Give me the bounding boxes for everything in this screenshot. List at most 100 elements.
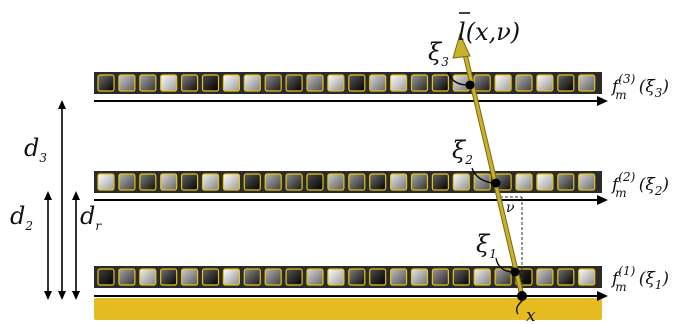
layer-3-tile [285,74,303,92]
layer-2-tiles [97,173,596,191]
f-label-2-close: ) [661,175,669,195]
layer-1-tile [306,268,324,286]
layer-1-tile [452,268,470,286]
layer-2-tile [181,173,199,191]
layer-2-tile [97,173,115,191]
layer-3-tile [410,74,429,92]
leader-x [516,300,523,315]
layer-1-tile [369,268,387,286]
label-xi2-sub: 2 [464,153,473,167]
layer-2 [94,171,608,205]
f-label-3: f(3)m(ξ3) [610,72,669,102]
layer-3-tile [348,74,366,92]
f-label-2-arg: (ξ [639,175,657,195]
layer-3-tile [243,74,261,92]
point-xi3 [465,80,475,90]
label-d3-sub: 3 [39,151,47,165]
label-xi3-symbol: ξ [428,38,443,66]
layer-3-tile [515,74,533,92]
layer-3-tile [160,74,178,92]
layer-1-tile [264,268,282,286]
d3-arrow-top [58,100,66,109]
layer-3-tiles [97,74,596,92]
ray-label-args: (x,ν) [466,18,520,46]
layer-1-tile [327,268,345,286]
point-xi2 [491,178,501,188]
label-d2-sub: 2 [24,219,33,233]
layer-3-tile [181,74,199,92]
layer-2-tile [327,173,345,191]
layer-1 [94,266,608,301]
d2-arrow-top [44,191,52,200]
layer-2-tile [557,173,575,191]
layer-2-tile [431,173,449,191]
layer-3-tile [536,74,554,92]
layer-3-tile [118,74,136,92]
ray-label: l(x,ν) [458,18,520,46]
label-xi2: ξ2 [452,136,473,167]
layer-3-tile [390,74,408,92]
label-xi3: ξ3 [428,38,449,69]
dr-arrow-top [72,191,80,200]
layer-1-tile [118,268,136,286]
layer-1-tiles [97,268,596,286]
layer-1-tile [536,268,554,286]
f-label-1-sub: m [615,280,626,294]
layer-2-tile [264,173,282,191]
label-d2-symbol: d [10,202,25,230]
f-label-3-argsub: 3 [655,86,663,100]
f-label-3-sub: m [615,88,626,102]
label-dr-symbol: d [80,202,95,230]
layer-1-tile [97,268,115,286]
layer-2-tile [348,173,366,191]
layer-1-axis-arrowhead [597,291,608,301]
layer-3-tile [369,74,387,92]
layer-3-tile [473,74,491,92]
leader-xi2 [471,167,493,184]
f-label-1-close: ) [661,269,669,289]
leader-xi3 [447,71,467,86]
f-label-3-arg: (ξ [639,77,657,97]
d3-arrow-bottom [58,291,66,300]
f-label-2-sub: m [615,186,626,200]
label-xi2-symbol: ξ [452,136,467,164]
layer-1-tile [181,268,199,286]
layer-2-tile [222,173,240,191]
layer-2-tile [410,173,429,191]
point-xi1 [510,267,520,277]
layer-3-tile [97,74,115,92]
ray-arrowhead [452,32,471,59]
layer-3-tile [306,74,324,92]
layer-3-tile [431,74,449,92]
label-dr: dr [80,202,102,233]
f-label-1-f: f [610,269,621,289]
label-x: x [526,306,536,324]
layer-1-tile [557,268,575,286]
layer-3-tile [557,74,575,92]
layer-2-tile [578,173,596,191]
f-label-1-sup: (1) [618,264,635,278]
layer-2-tile [390,173,408,191]
layer-1-tile [243,268,261,286]
layer-1-tile [348,268,366,286]
layer-2-axis-arrowhead [597,195,608,205]
label-nu: ν [506,200,515,216]
layer-2-tile [139,173,157,191]
ray-label-symbol: l [458,18,466,46]
layer-1-tile [139,268,157,286]
distance-arrows [47,106,77,294]
leader-xi1 [495,257,512,273]
layer-3-tile [201,74,220,92]
f-label-1: f(1)m(ξ1) [610,264,669,294]
layer-2-tile [369,173,387,191]
dr-arrow-bottom [72,291,80,300]
f-label-3-f: f [610,77,621,97]
layer-1-tile [578,268,596,286]
base-slab [94,298,602,320]
layer-1-tile [222,268,240,286]
f-label-2-argsub: 2 [654,184,663,198]
f-label-1-arg: (ξ [639,269,657,289]
label-d2: d2 [10,202,33,233]
layer-3 [94,72,608,106]
